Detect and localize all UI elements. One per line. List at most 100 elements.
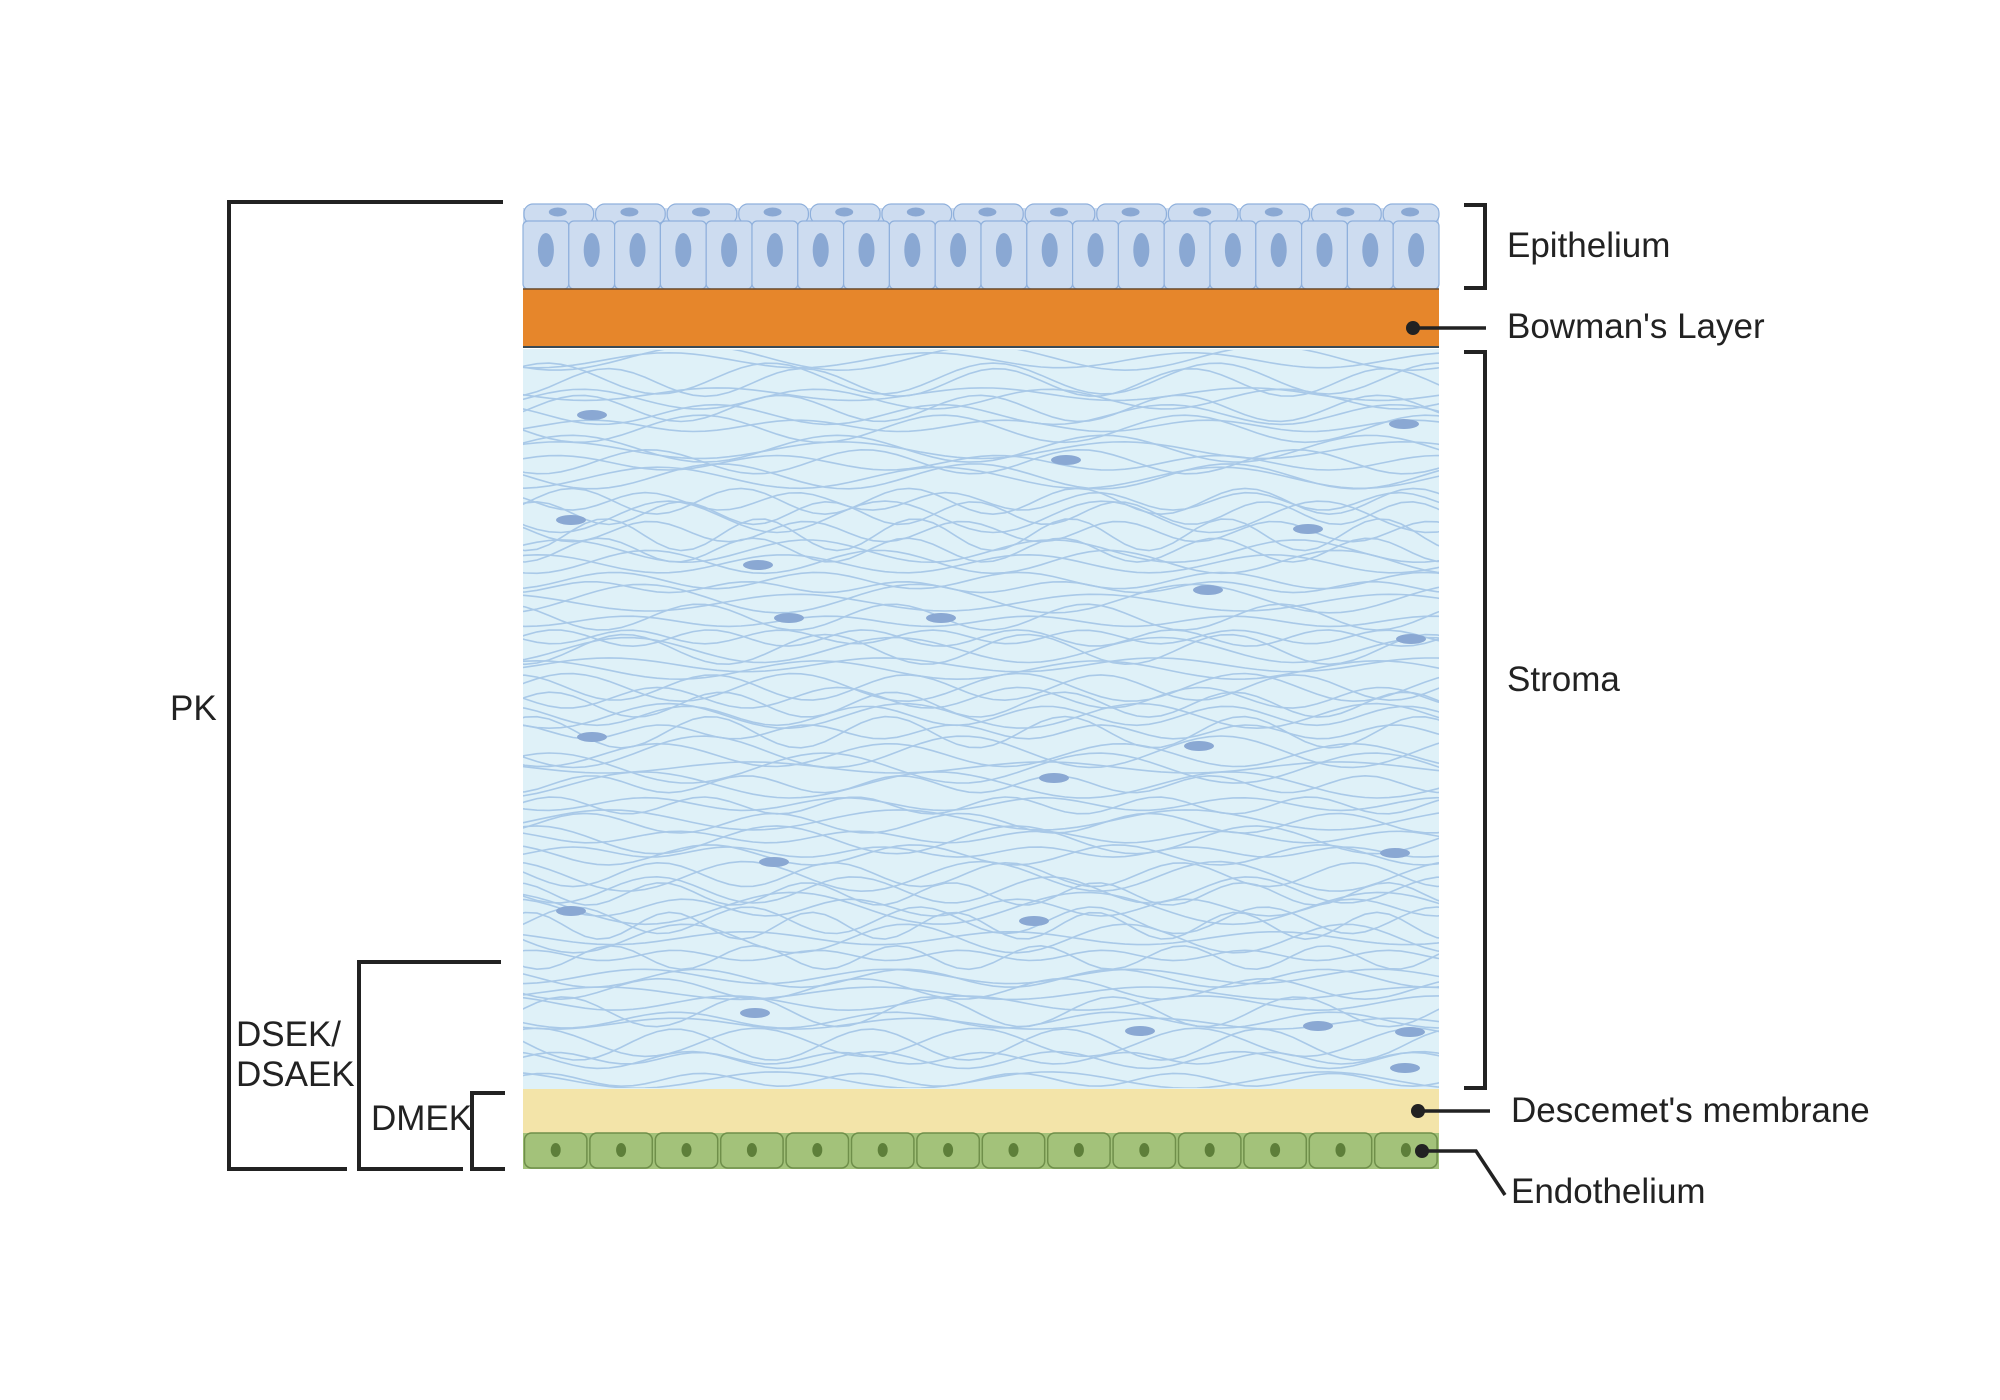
keratocyte bbox=[1389, 419, 1419, 429]
keratocyte bbox=[1125, 1026, 1155, 1036]
stroma-fiber bbox=[523, 672, 1439, 703]
endothelium-nucleus bbox=[746, 1143, 757, 1157]
stroma-fiber bbox=[523, 949, 1439, 962]
epithelium-nucleus bbox=[620, 207, 639, 217]
endothelium-nucleus bbox=[681, 1143, 692, 1157]
stroma-fiber bbox=[523, 931, 1439, 946]
endothelium-nucleus bbox=[877, 1143, 888, 1157]
epithelium-bracket bbox=[1464, 203, 1487, 290]
epithelium-nucleus bbox=[583, 233, 600, 267]
stroma-fiber bbox=[523, 362, 1439, 395]
stroma-fiber bbox=[523, 1011, 1439, 1029]
stroma-fiber bbox=[523, 414, 1439, 444]
endothelium-nucleus bbox=[943, 1143, 954, 1157]
epithelium-nucleus bbox=[978, 207, 997, 217]
epithelium-nucleus bbox=[548, 207, 567, 217]
label-descemet-membrane: Descemet's membrane bbox=[1511, 1091, 1870, 1130]
stroma-fiber bbox=[523, 387, 1439, 402]
stroma-fiber bbox=[523, 752, 1439, 784]
keratocyte bbox=[556, 906, 586, 916]
stroma-fiber bbox=[523, 571, 1439, 590]
endothelium-nucleus bbox=[1270, 1143, 1281, 1157]
stroma-fiber bbox=[523, 702, 1439, 730]
stroma-keratocytes bbox=[556, 410, 1426, 1073]
epithelium-layer bbox=[522, 203, 1440, 290]
pk-bracket bbox=[227, 200, 503, 1171]
stroma-fiber bbox=[523, 923, 1439, 954]
stroma-fiber bbox=[523, 549, 1439, 575]
epithelium-cells bbox=[522, 203, 1440, 290]
stroma-fiber bbox=[523, 881, 1439, 906]
stroma-fiber bbox=[523, 580, 1439, 594]
bowman-layer bbox=[523, 288, 1439, 348]
stroma-fiber bbox=[523, 633, 1439, 666]
epithelium-nucleus bbox=[1050, 207, 1068, 217]
epithelium-nucleus bbox=[1270, 233, 1287, 267]
stroma-fiber bbox=[523, 1072, 1439, 1088]
keratocyte bbox=[556, 515, 586, 525]
stroma-fiber bbox=[523, 861, 1439, 888]
keratocyte bbox=[1184, 741, 1214, 751]
keratocyte bbox=[1303, 1021, 1333, 1031]
stroma-fibers bbox=[523, 350, 1439, 1088]
label-dsek-line2: DSAEK bbox=[236, 1055, 355, 1094]
epithelium-nucleus bbox=[763, 207, 782, 217]
stroma-bracket bbox=[1464, 350, 1487, 1090]
label-endothelium: Endothelium bbox=[1511, 1172, 1706, 1211]
keratocyte bbox=[1051, 455, 1081, 465]
endothelium-nucleus bbox=[1073, 1143, 1084, 1157]
stroma-fiber bbox=[523, 466, 1439, 490]
stroma-fiber bbox=[523, 463, 1439, 490]
stroma-fiber bbox=[523, 796, 1439, 815]
descemet-leader bbox=[1411, 1104, 1490, 1118]
epithelium-nucleus bbox=[1121, 207, 1140, 217]
epithelium-nucleus bbox=[1401, 207, 1420, 217]
keratocyte bbox=[926, 613, 956, 623]
stroma-fiber bbox=[523, 686, 1439, 709]
epithelium-nucleus bbox=[1408, 233, 1425, 267]
stroma-fiber bbox=[523, 944, 1439, 971]
stroma-fiber bbox=[523, 518, 1439, 552]
stroma-fiber bbox=[523, 1050, 1439, 1070]
epithelium-nucleus bbox=[1336, 207, 1355, 217]
stroma-fiber bbox=[523, 434, 1439, 463]
stroma-fiber bbox=[523, 771, 1439, 799]
stroma-fiber bbox=[523, 367, 1439, 398]
epithelium-nucleus bbox=[1193, 207, 1212, 217]
stroma-fiber bbox=[523, 454, 1439, 471]
label-bowman-layer: Bowman's Layer bbox=[1507, 307, 1765, 346]
stroma-fiber bbox=[523, 996, 1439, 1028]
keratocyte bbox=[1380, 848, 1410, 858]
keratocyte bbox=[577, 732, 607, 742]
keratocyte bbox=[1039, 773, 1069, 783]
label-pk: PK bbox=[170, 689, 217, 728]
stroma-fiber bbox=[523, 351, 1439, 369]
bowman-leader bbox=[1406, 321, 1486, 335]
stroma-fiber bbox=[523, 603, 1439, 631]
stroma-fiber bbox=[523, 1017, 1439, 1030]
stroma-fiber bbox=[523, 825, 1439, 855]
epithelium-nucleus bbox=[1041, 233, 1058, 267]
stroma-fiber bbox=[523, 500, 1439, 526]
endothelium-cells bbox=[523, 1132, 1438, 1169]
label-stroma: Stroma bbox=[1507, 660, 1620, 699]
keratocyte bbox=[740, 1008, 770, 1018]
stroma-fiber bbox=[523, 629, 1439, 648]
epithelium-nucleus bbox=[675, 233, 692, 267]
stroma-fiber bbox=[523, 1071, 1439, 1088]
stroma-fiber bbox=[523, 735, 1439, 769]
keratocyte bbox=[759, 857, 789, 867]
endothelium-nucleus bbox=[1008, 1143, 1019, 1157]
stroma-fiber bbox=[523, 636, 1439, 664]
epithelium-nucleus bbox=[904, 233, 921, 267]
stroma-fiber bbox=[523, 968, 1439, 989]
epithelium-nucleus bbox=[1179, 233, 1196, 267]
stroma-fiber bbox=[523, 394, 1439, 423]
endothelium-layer bbox=[523, 1132, 1439, 1169]
endothelium-nucleus bbox=[616, 1143, 627, 1157]
stroma-fiber bbox=[523, 1028, 1439, 1061]
stroma-fiber bbox=[523, 844, 1439, 866]
keratocyte bbox=[1019, 916, 1049, 926]
endothelium-nucleus bbox=[1400, 1143, 1411, 1157]
